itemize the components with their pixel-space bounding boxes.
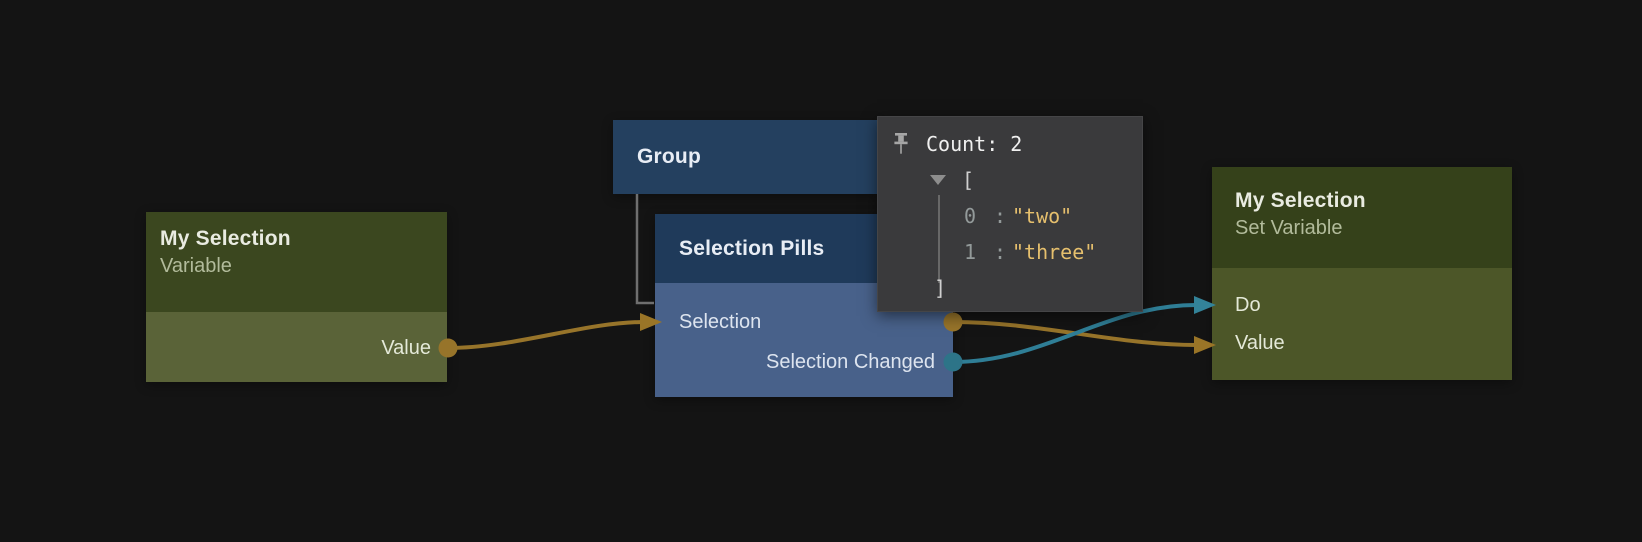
inspector-count-text: Count: 2 <box>926 132 1023 156</box>
inspector-array-close-row: ] <box>878 270 1142 306</box>
node-set-variable-header[interactable]: My Selection Set Variable <box>1212 167 1512 268</box>
port-label-do: Do <box>1235 294 1261 316</box>
node-title: My Selection <box>1235 189 1366 212</box>
pin-icon[interactable] <box>893 133 909 155</box>
close-bracket: ] <box>934 276 947 300</box>
node-title: Selection Pills <box>679 236 825 260</box>
open-bracket: [ <box>962 168 975 192</box>
node-variable[interactable]: My Selection Variable Value <box>146 212 447 382</box>
wire-selection-to-value[interactable] <box>952 320 1197 347</box>
port-label-selection: Selection <box>679 311 762 333</box>
node-subtitle: Variable <box>160 255 232 277</box>
tree-guide-line <box>938 195 940 283</box>
node-set-variable-body: Do Value <box>1212 268 1512 380</box>
inspector-array-item: 0 : "two" <box>878 198 1142 234</box>
inspector-array-item: 1 : "three" <box>878 234 1142 270</box>
collapse-triangle-icon[interactable] <box>930 175 946 185</box>
node-group[interactable]: Group <box>613 120 878 194</box>
wire-selection-changed-to-do[interactable] <box>952 303 1197 364</box>
item-value: "two" <box>1012 204 1073 228</box>
item-index: 1 <box>964 240 977 264</box>
wire-value-to-selection[interactable] <box>447 320 645 350</box>
node-variable-body: Value <box>146 312 447 382</box>
node-set-variable[interactable]: My Selection Set Variable Do Value <box>1212 167 1512 380</box>
node-subtitle: Set Variable <box>1235 217 1343 239</box>
port-label-value-output: Value <box>381 337 431 359</box>
item-separator: : <box>994 204 1007 228</box>
node-variable-header[interactable]: My Selection Variable <box>146 212 447 312</box>
value-inspector-tooltip[interactable]: Count: 2 [ 0 : "two" 1 : "three" ] <box>877 116 1143 312</box>
port-label-value-input: Value <box>1235 332 1285 354</box>
item-value: "three" <box>1012 240 1097 264</box>
node-title: Group <box>637 145 701 168</box>
item-separator: : <box>994 240 1007 264</box>
group-hierarchy-line <box>635 194 654 305</box>
item-index: 0 <box>964 204 977 228</box>
inspector-header-row: Count: 2 <box>878 126 1142 162</box>
port-label-selection-changed: Selection Changed <box>765 351 935 373</box>
inspector-array-open-row: [ <box>878 162 1142 198</box>
node-title: My Selection <box>160 227 291 250</box>
